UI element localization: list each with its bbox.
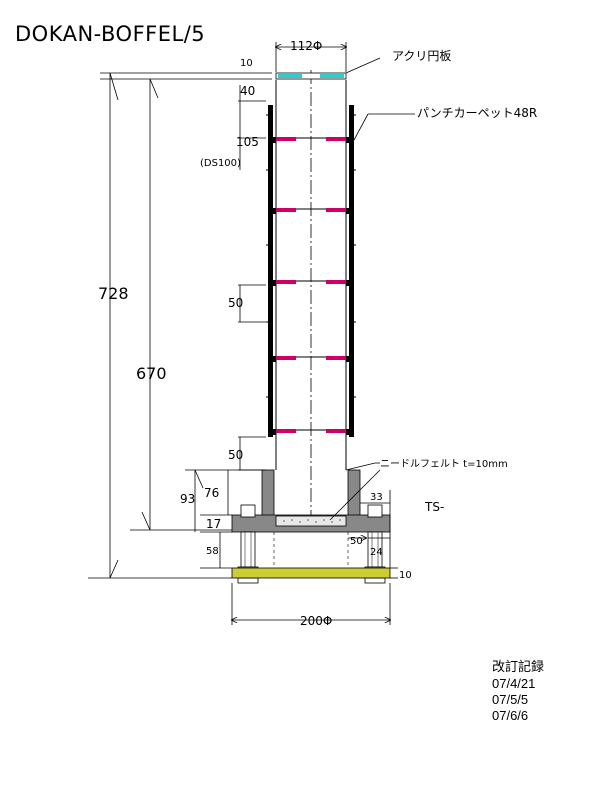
dim-76: 76 [204, 486, 219, 500]
dim-10-plate: 10 [399, 570, 412, 581]
carpet-disc [273, 356, 349, 362]
left-wall [268, 105, 273, 437]
dim-58: 58 [206, 546, 219, 557]
dim-50-base: 50 [350, 536, 363, 547]
callout-punch-carpet: パンチカーペット48R [417, 106, 537, 120]
revision-block: 改訂記録 07/4/21 07/5/5 07/6/6 [492, 659, 544, 723]
carpet-disc [273, 280, 349, 286]
revision-heading: 改訂記録 [492, 659, 544, 674]
callout-ts: TS- [424, 500, 444, 514]
callout-acrylic: アクリ円板 [392, 49, 451, 63]
wall-ticks [266, 114, 356, 398]
base-flange [231, 469, 391, 565]
dim-40: 40 [240, 84, 255, 98]
right-bolt [364, 504, 386, 584]
carpet-disc [273, 137, 349, 143]
dim-24: 24 [370, 547, 383, 558]
revision-entry: 07/4/21 [492, 676, 535, 691]
revision-entry: 07/6/6 [492, 708, 528, 723]
drawing-title: DOKAN-BOFFEL/5 [15, 22, 205, 46]
dim-base-diameter: 200Φ [300, 614, 332, 628]
needle-felt [275, 515, 347, 527]
base-plate [231, 567, 391, 579]
dimension-lines [88, 42, 415, 625]
dim-105: 105 [236, 135, 259, 149]
dim-ds100: (DS100) [200, 158, 241, 169]
right-wall [349, 105, 354, 437]
carpet-disc [273, 429, 349, 435]
dim-10-top: 10 [240, 58, 253, 69]
dim-93: 93 [180, 492, 195, 506]
dim-50-mid: 50 [228, 296, 243, 310]
dim-670: 670 [136, 364, 167, 383]
revision-entry: 07/5/5 [492, 692, 528, 707]
tube-body [268, 70, 354, 530]
carpet-discs [273, 137, 349, 435]
dim-50-low: 50 [228, 448, 243, 462]
dim-top-diameter: 112Φ [290, 39, 322, 53]
dim-33: 33 [370, 492, 383, 503]
dim-17: 17 [206, 517, 221, 531]
dim-728: 728 [98, 284, 129, 303]
callout-needle-felt: ニードルフェルト t=10mm [380, 459, 508, 470]
acrylic-disc [275, 72, 347, 80]
carpet-disc [273, 208, 349, 214]
